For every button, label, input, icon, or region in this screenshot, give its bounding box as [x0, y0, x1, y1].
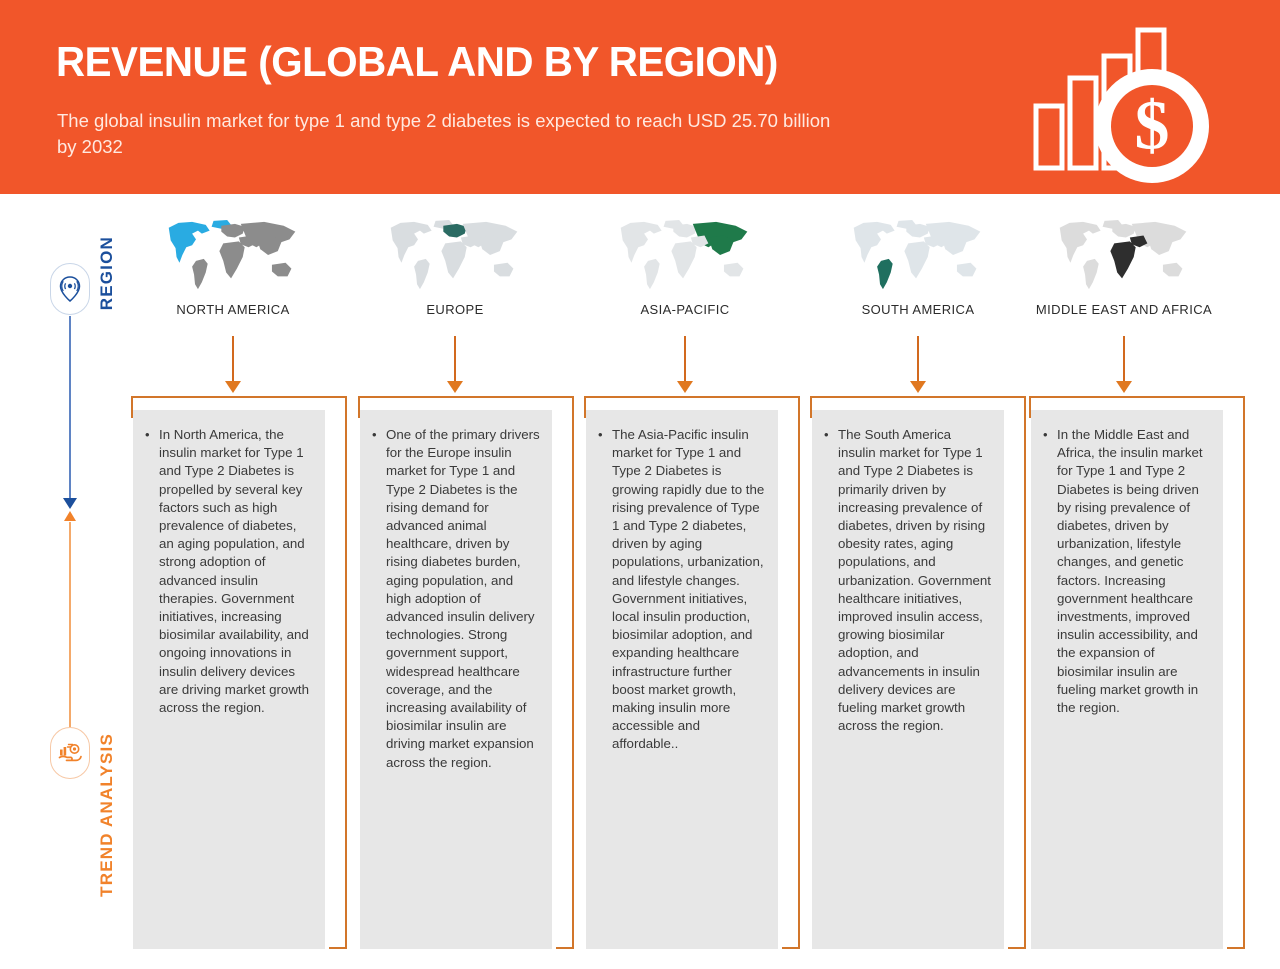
region-column: ASIA-PACIFIC	[595, 218, 775, 317]
connector-line	[232, 336, 234, 382]
region-column: NORTH AMERICA	[143, 218, 323, 317]
frame-foot	[1227, 947, 1245, 949]
world-map-europe-highlighted	[365, 218, 545, 292]
region-description: In North America, the insulin market for…	[159, 427, 310, 716]
bar-chart-dollar-icon: $	[1022, 18, 1222, 188]
region-description: The South America insulin market for Typ…	[838, 427, 991, 734]
region-column: SOUTH AMERICA	[828, 218, 1008, 317]
svg-text:$: $	[1135, 88, 1170, 165]
connector-arrow-icon	[910, 381, 926, 393]
region-label: EUROPE	[426, 302, 484, 317]
bullet-icon: •	[145, 427, 150, 442]
region-description: One of the primary drivers for the Europ…	[386, 427, 540, 770]
bullet-icon: •	[598, 427, 603, 442]
region-card: • In North America, the insulin market fo…	[133, 410, 325, 949]
frame-foot	[329, 947, 347, 949]
connector-arrow-icon	[225, 381, 241, 393]
region-column: EUROPE	[365, 218, 545, 317]
region-card: • One of the primary drivers for the Euro…	[360, 410, 552, 949]
connector-line	[454, 336, 456, 382]
location-pin-icon	[50, 263, 90, 315]
world-map-north-america-highlighted	[143, 218, 323, 292]
rail-label-trend-analysis: TREND ANALYSIS	[97, 733, 116, 897]
page-title: REVENUE (GLOBAL AND BY REGION)	[56, 38, 778, 85]
connector-arrow-icon	[677, 381, 693, 393]
region-card: • The South America insulin market for Ty…	[812, 410, 1004, 949]
region-column: MIDDLE EAST AND AFRICA	[1034, 218, 1214, 317]
region-label: ASIA-PACIFIC	[640, 302, 730, 317]
region-card: • In the Middle East and Africa, the insu…	[1031, 410, 1223, 949]
rail-arrow-up-orange-icon	[63, 511, 76, 521]
connector-arrow-icon	[1116, 381, 1132, 393]
region-card: • The Asia-Pacific insulin market for Typ…	[586, 410, 778, 949]
frame-foot	[782, 947, 800, 949]
bullet-icon: •	[1043, 427, 1048, 442]
connector-line	[917, 336, 919, 382]
region-label: SOUTH AMERICA	[861, 302, 975, 317]
region-label: MIDDLE EAST AND AFRICA	[1035, 302, 1213, 317]
connector-line	[1123, 336, 1125, 382]
rail-connector-blue	[69, 316, 71, 502]
connector-line	[684, 336, 686, 382]
page-subtitle: The global insulin market for type 1 and…	[57, 110, 831, 157]
hand-analysis-icon	[50, 727, 90, 779]
rail-connector-orange	[69, 522, 71, 727]
frame-foot	[556, 947, 574, 949]
region-label: NORTH AMERICA	[176, 302, 290, 317]
region-description: The Asia-Pacific insulin market for Type…	[612, 427, 765, 752]
world-map-asia-pacific-highlighted	[595, 218, 775, 292]
frame-foot	[1008, 947, 1026, 949]
region-description: In the Middle East and Africa, the insul…	[1057, 427, 1203, 716]
world-map-south-america-highlighted	[828, 218, 1008, 292]
connector-arrow-icon	[447, 381, 463, 393]
bullet-icon: •	[372, 427, 377, 442]
header-banner: REVENUE (GLOBAL AND BY REGION) The globa…	[0, 0, 1280, 194]
rail-arrow-down-blue-icon	[62, 498, 77, 509]
bullet-icon: •	[824, 427, 829, 442]
world-map-middle-east-africa-highlighted	[1034, 218, 1214, 292]
rail-label-region: REGION	[97, 236, 116, 311]
